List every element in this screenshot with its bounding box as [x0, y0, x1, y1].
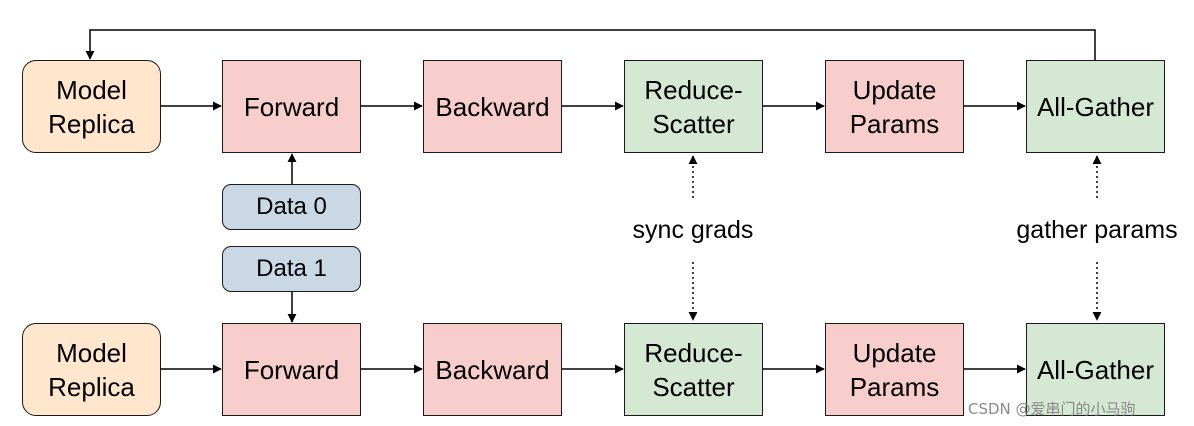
- sync-grads-label: sync grads: [613, 215, 773, 245]
- watermark-text: CSDN @爱串门的小马驹: [968, 400, 1136, 418]
- all-gather-node-1: All-Gather: [1026, 323, 1165, 416]
- forward-node-0: Forward: [222, 60, 361, 153]
- update-params-node-0: Update Params: [825, 60, 964, 153]
- gather-params-label: gather params: [1002, 215, 1192, 245]
- reduce-scatter-node-1: Reduce- Scatter: [624, 323, 763, 416]
- reduce-scatter-node-0: Reduce- Scatter: [624, 60, 763, 153]
- model-replica-node-0: Model Replica: [22, 60, 161, 153]
- backward-node-0: Backward: [423, 60, 562, 153]
- feedback-loop-arrow: [85, 29, 1096, 60]
- data-1-pill: Data 1: [222, 246, 361, 292]
- backward-node-1: Backward: [423, 323, 562, 416]
- update-params-node-1: Update Params: [825, 323, 964, 416]
- forward-node-1: Forward: [222, 323, 361, 416]
- data-0-pill: Data 0: [222, 184, 361, 230]
- all-gather-node-0: All-Gather: [1026, 60, 1165, 153]
- model-replica-node-1: Model Replica: [22, 323, 161, 416]
